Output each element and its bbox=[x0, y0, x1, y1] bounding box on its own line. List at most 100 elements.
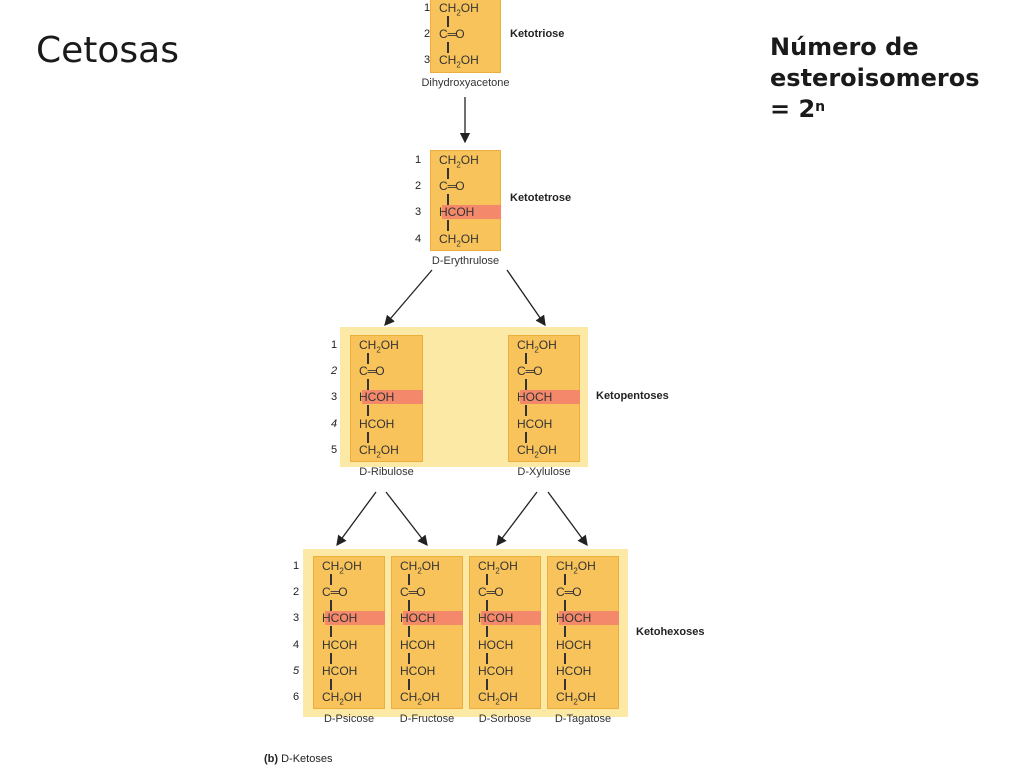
bond-line bbox=[564, 600, 566, 612]
formula-row: C═O bbox=[439, 27, 465, 42]
formula-row: CH2OH bbox=[322, 559, 362, 576]
formula-row: HCOH bbox=[322, 663, 358, 678]
bond-line bbox=[447, 42, 449, 54]
formula-row: HCOH bbox=[556, 663, 592, 678]
bond-line bbox=[564, 574, 566, 585]
carbon-number: 1 bbox=[292, 560, 300, 572]
carbon-number: 3 bbox=[423, 54, 431, 67]
bond-line bbox=[564, 626, 566, 638]
sugar-name-fructose: D-Fructose bbox=[399, 713, 455, 725]
bond-line bbox=[330, 600, 332, 612]
bond-line bbox=[486, 626, 488, 638]
sugar-tagatose bbox=[547, 556, 619, 709]
formula-row: CH2OH bbox=[359, 338, 399, 355]
bond-line bbox=[408, 626, 410, 638]
formula-row: CH2OH bbox=[439, 1, 479, 18]
sugar-dihydroxyacetone bbox=[430, 0, 501, 73]
carbon-number: 2 bbox=[414, 180, 422, 193]
formula-row: HOCH bbox=[556, 637, 592, 652]
carbon-number: 6 bbox=[292, 691, 300, 703]
formula-row: CH2OH bbox=[400, 559, 440, 576]
formula-row: HCOH bbox=[400, 663, 436, 678]
formula-row: HOCH bbox=[400, 611, 436, 626]
bond-line bbox=[525, 353, 527, 364]
label-pentose: Ketopentoses bbox=[596, 390, 669, 402]
carbon-number: 4 bbox=[292, 638, 300, 651]
carbon-number: 1 bbox=[423, 2, 431, 14]
chiral-highlight bbox=[403, 611, 463, 626]
sugar-name-tagatose: D-Tagatose bbox=[554, 713, 612, 725]
bond-line bbox=[330, 574, 332, 585]
formula-row: CH2OH bbox=[439, 231, 479, 248]
formula-row: C═O bbox=[322, 585, 348, 600]
formula-row: HOCH bbox=[478, 637, 514, 652]
stereoisomer-formula: Número de esteroisomeros = 2n bbox=[770, 33, 980, 123]
bond-line bbox=[525, 379, 527, 391]
bond-line bbox=[367, 353, 369, 364]
formula-row: HCOH bbox=[478, 663, 514, 678]
chiral-highlight bbox=[442, 205, 501, 220]
formula-row: HCOH bbox=[359, 416, 395, 431]
bond-line bbox=[367, 379, 369, 391]
formula-row: HOCH bbox=[517, 390, 553, 405]
label-tetrose: Ketotetrose bbox=[510, 192, 572, 204]
bond-line bbox=[447, 16, 449, 27]
formula-row: CH2OH bbox=[556, 690, 596, 707]
formula-row: CH2OH bbox=[478, 559, 518, 576]
bond-line bbox=[447, 168, 449, 179]
formula-row: HCOH bbox=[322, 611, 358, 626]
arrow-ribulose-to-psicose bbox=[336, 491, 377, 547]
sugar-name-xylulose: D-Xylulose bbox=[517, 466, 571, 478]
sugar-psicose bbox=[313, 556, 385, 709]
label-hexose: Ketohexoses bbox=[636, 626, 705, 638]
bond-line bbox=[408, 678, 410, 690]
carbon-number: 5 bbox=[330, 443, 338, 456]
bond-line bbox=[367, 431, 369, 443]
formula-row: C═O bbox=[359, 364, 385, 379]
sugar-name-dihydroxyacetone: Dihydroxyacetone bbox=[421, 77, 510, 89]
formula-row: CH2OH bbox=[439, 53, 479, 70]
bond-line bbox=[447, 220, 449, 232]
bond-line bbox=[447, 194, 449, 206]
carbon-number: 4 bbox=[330, 417, 338, 430]
bond-line bbox=[564, 652, 566, 664]
bond-line bbox=[486, 652, 488, 664]
bond-line bbox=[330, 678, 332, 690]
sugar-name-sorbose: D-Sorbose bbox=[478, 713, 532, 725]
bond-line bbox=[564, 678, 566, 690]
bond-line bbox=[408, 574, 410, 585]
formula-row: CH2OH bbox=[322, 690, 362, 707]
bond-line bbox=[330, 626, 332, 638]
slide-title: Cetosas bbox=[36, 30, 179, 71]
arrow-tetrose-to-xylulose bbox=[506, 269, 546, 327]
sugar-name-ribulose: D-Ribulose bbox=[359, 466, 414, 478]
carbon-number: 3 bbox=[330, 391, 338, 404]
chiral-highlight bbox=[559, 611, 619, 626]
carbon-number: 2 bbox=[330, 365, 338, 378]
formula-row: CH2OH bbox=[359, 442, 399, 460]
formula-row: HCOH bbox=[400, 637, 436, 652]
chiral-highlight bbox=[481, 611, 541, 626]
formula-row: C═O bbox=[400, 585, 426, 600]
sugar-fructose bbox=[391, 556, 463, 709]
formula-row: HCOH bbox=[322, 637, 358, 652]
sugar-erythrulose bbox=[430, 150, 501, 251]
formula-row: HCOH bbox=[359, 390, 395, 405]
carbon-number: 3 bbox=[414, 206, 422, 219]
arrow-xylulose-to-sorbose bbox=[496, 491, 538, 547]
formula-row: CH2OH bbox=[478, 690, 518, 707]
formula-row: HCOH bbox=[478, 611, 514, 626]
figure-caption: (b) D-Ketoses bbox=[264, 753, 333, 765]
sugar-sorbose bbox=[469, 556, 541, 709]
formula-row: HOCH bbox=[556, 611, 592, 626]
formula-row: C═O bbox=[556, 585, 582, 600]
chiral-highlight bbox=[362, 390, 423, 405]
bond-line bbox=[486, 600, 488, 612]
label-triose: Ketotriose bbox=[510, 28, 565, 40]
formula-row: CH2OH bbox=[439, 153, 479, 170]
chiral-highlight bbox=[520, 390, 580, 405]
arrow-tetrose-to-ribulose bbox=[384, 269, 433, 326]
formula-row: CH2OH bbox=[517, 442, 557, 460]
bond-line bbox=[486, 678, 488, 690]
